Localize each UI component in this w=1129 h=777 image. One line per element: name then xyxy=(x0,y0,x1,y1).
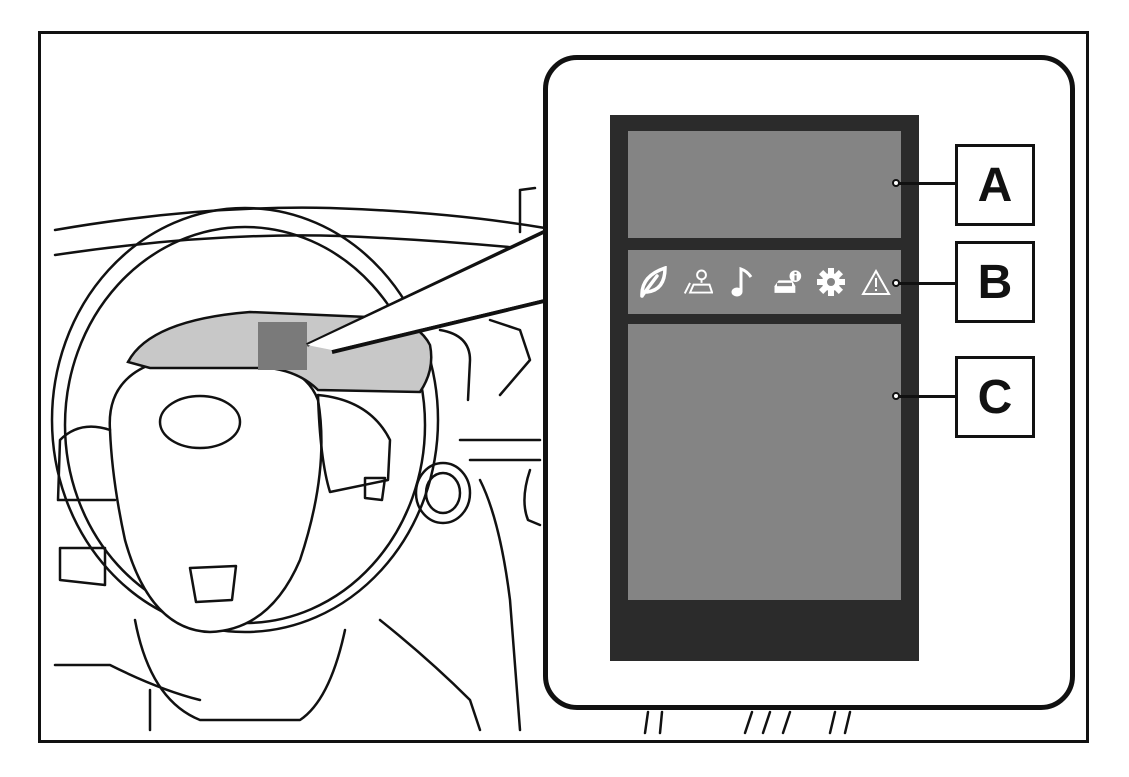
console-edge xyxy=(478,478,522,732)
right-spoke-switch xyxy=(363,476,387,502)
start-button xyxy=(414,461,472,525)
label-c: C xyxy=(955,356,1035,438)
leader-line-a xyxy=(892,179,955,187)
label-b: B xyxy=(955,241,1035,323)
cluster-display-highlight xyxy=(258,322,307,370)
steering-emblem xyxy=(158,394,242,450)
start-button-inner xyxy=(424,471,462,515)
audio-note-icon xyxy=(727,265,757,299)
steering-column xyxy=(133,618,347,722)
zoom-callout-wedge xyxy=(307,232,548,350)
settings-gear-icon xyxy=(816,265,846,299)
display-area-b-icon-bar xyxy=(628,250,901,314)
vent-edge xyxy=(518,186,537,234)
leader-line-c xyxy=(892,392,955,400)
vent-louver xyxy=(488,318,532,397)
left-spoke xyxy=(56,425,117,502)
hatch-2 xyxy=(743,710,792,735)
warning-triangle-icon xyxy=(861,265,891,299)
eco-leaf-icon xyxy=(638,265,668,299)
hub-lower-button xyxy=(188,564,238,604)
console-knob xyxy=(523,468,542,527)
lower-dash-left xyxy=(53,663,202,702)
center-console-lines xyxy=(458,438,542,462)
left-spoke-switch xyxy=(58,546,107,587)
dash-top-line xyxy=(53,206,547,232)
leader-line-b xyxy=(892,279,955,287)
lower-dash-right xyxy=(378,618,482,732)
right-spoke xyxy=(316,393,392,494)
display-area-a xyxy=(628,131,901,238)
steering-hub xyxy=(108,353,323,634)
vehicle-info-icon xyxy=(772,265,802,299)
hatch-3 xyxy=(828,710,852,735)
multi-information-display xyxy=(610,115,919,661)
hatch-1 xyxy=(643,710,664,735)
display-area-c xyxy=(628,324,901,600)
driving-assist-icon xyxy=(683,265,713,299)
steering-wheel-rim xyxy=(50,206,440,634)
right-stalk xyxy=(438,328,472,402)
zoom-callout-lines xyxy=(306,228,549,354)
label-a: A xyxy=(955,144,1035,226)
